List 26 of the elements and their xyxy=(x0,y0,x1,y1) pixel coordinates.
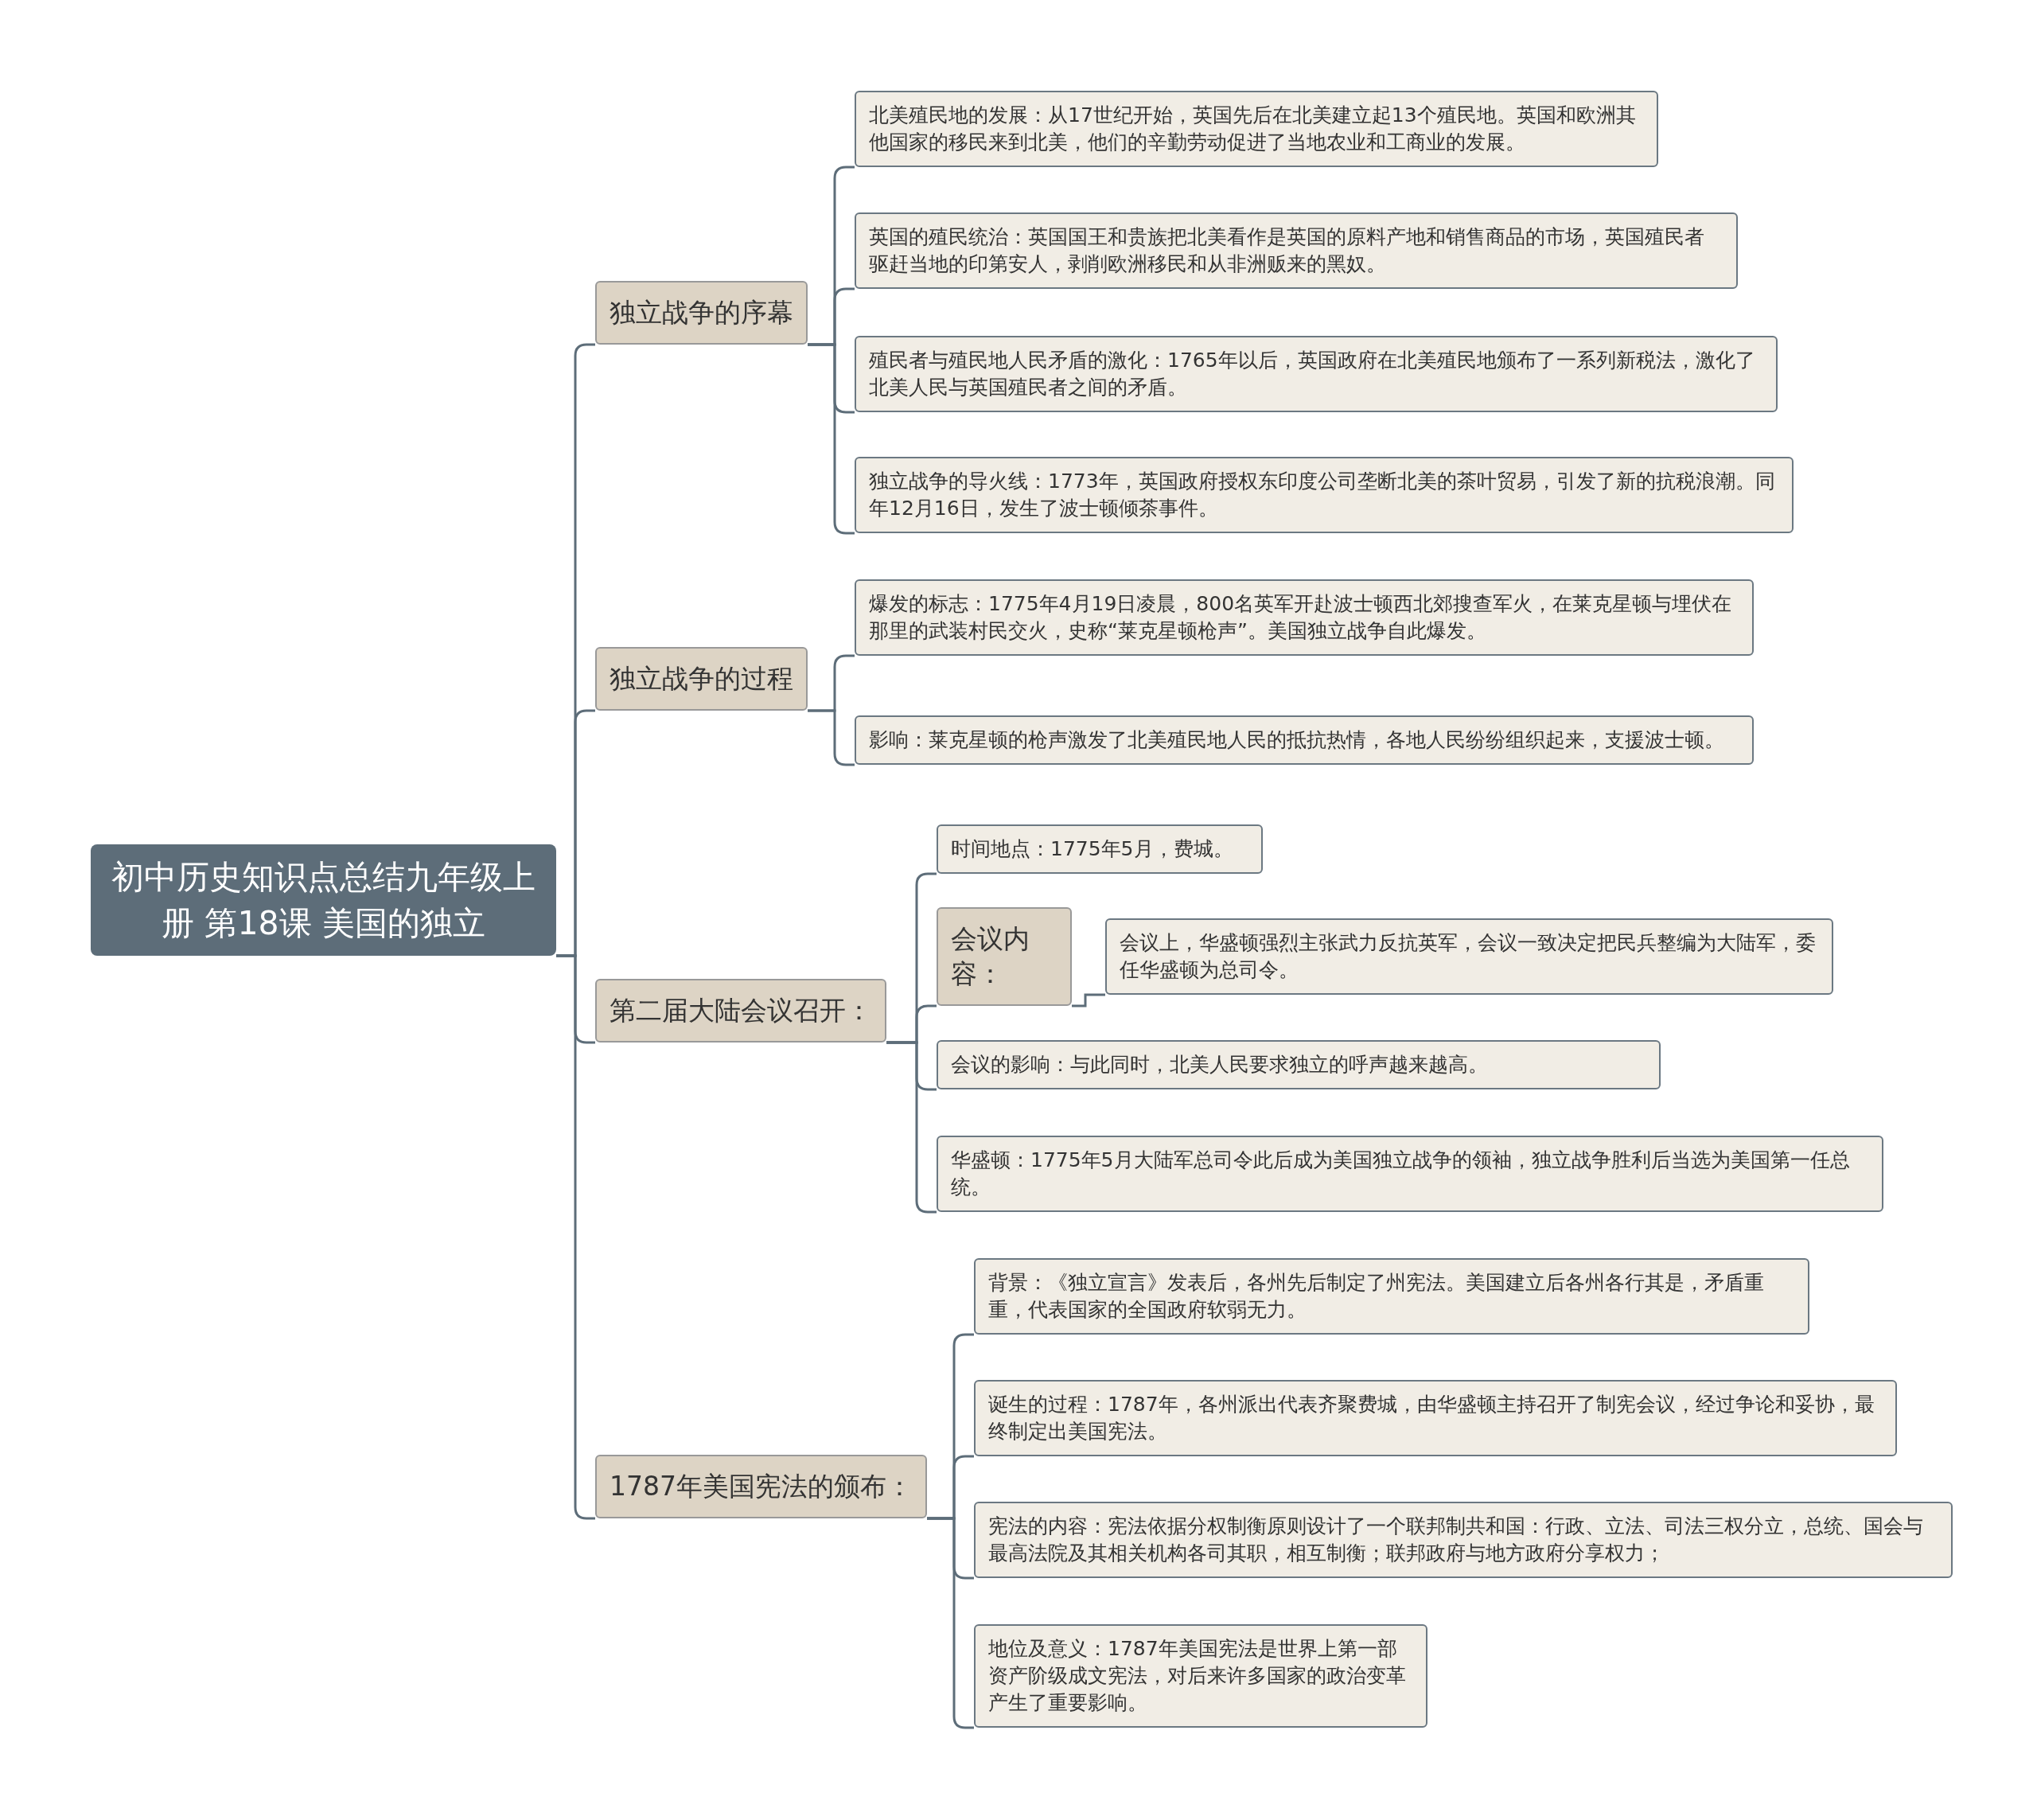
leaf-topic: 影响：莱克星顿的枪声激发了北美殖民地人民的抵抗热情，各地人民纷纷组织起来，支援波士顿。 xyxy=(855,715,1754,765)
leaf-topic: 诞生的过程：1787年，各州派出代表齐聚费城，由华盛顿主持召开了制宪会议，经过争论和妥协，最终制定出美国宪法。 xyxy=(974,1380,1897,1456)
leaf-topic: 地位及意义：1787年美国宪法是世界上第一部资产阶级成文宪法，对后来许多国家的政治变革产生了重要影响。 xyxy=(974,1624,1427,1728)
branch-topic: 第二届大陆会议召开： xyxy=(595,979,886,1043)
leaf-topic: 时间地点：1775年5月，费城。 xyxy=(937,824,1263,874)
connector-line xyxy=(556,954,595,1520)
root-topic: 初中历史知识点总结九年级上册 第18课 美国的独立 xyxy=(91,844,556,956)
leaf-topic: 背景：《独立宣言》发表后，各州先后制定了州宪法。美国建立后各州各行其是，矛盾重重，代表国家的全国政府软弱无力。 xyxy=(974,1258,1809,1335)
leaf-topic: 殖民者与殖民地人民矛盾的激化：1765年以后，英国政府在北美殖民地颁布了一系列新税法，激化了北美人民与英国殖民者之间的矛盾。 xyxy=(855,336,1778,412)
branch-topic: 1787年美国宪法的颁布： xyxy=(595,1455,927,1518)
branch-topic: 独立战争的序幕 xyxy=(595,281,808,345)
branch-topic: 会议内容： xyxy=(937,907,1072,1006)
connector-line xyxy=(808,709,855,766)
leaf-topic: 会议上，华盛顿强烈主张武力反抗英军，会议一致决定把民兵整编为大陆军，委任华盛顿为总司令。 xyxy=(1105,918,1833,995)
leaf-topic: 会议的影响：与此同时，北美人民要求独立的呼声越来越高。 xyxy=(937,1040,1661,1089)
leaf-topic: 爆发的标志：1775年4月19日凌晨，800名英军开赴波士顿西北郊搜查军火，在莱克星顿与埋伏在那里的武装村民交火，史称“莱克星顿枪声”。美国独立战争自此爆发。 xyxy=(855,579,1754,656)
leaf-topic: 北美殖民地的发展：从17世纪开始，英国先后在北美建立起13个殖民地。英国和欧洲其他国家的移民来到北美，他们的辛勤劳动促进了当地农业和工商业的发展。 xyxy=(855,91,1658,167)
connector-line xyxy=(808,343,855,535)
leaf-topic: 华盛顿：1775年5月大陆军总司令此后成为美国独立战争的领袖，独立战争胜利后当选为美国第一任总统。 xyxy=(937,1136,1883,1212)
connector-line xyxy=(1072,993,1105,1007)
leaf-topic: 独立战争的导火线：1773年，英国政府授权东印度公司垄断北美的茶叶贸易，引发了新的抗税浪潮。同年12月16日，发生了波士顿倾茶事件。 xyxy=(855,457,1794,533)
leaf-topic: 宪法的内容：宪法依据分权制衡原则设计了一个联邦制共和国：行政、立法、司法三权分立，总统、国会与最高法院及其相关机构各司其职，相互制衡；联邦政府与地方政府分享权力； xyxy=(974,1502,1953,1578)
connector-line xyxy=(886,1041,937,1214)
leaf-topic: 英国的殖民统治：英国国王和贵族把北美看作是英国的原料产地和销售商品的市场，英国殖民者驱赶当地的印第安人，剥削欧洲移民和从非洲贩来的黑奴。 xyxy=(855,212,1738,289)
branch-topic: 独立战争的过程 xyxy=(595,647,808,711)
connector-line xyxy=(927,1517,974,1729)
